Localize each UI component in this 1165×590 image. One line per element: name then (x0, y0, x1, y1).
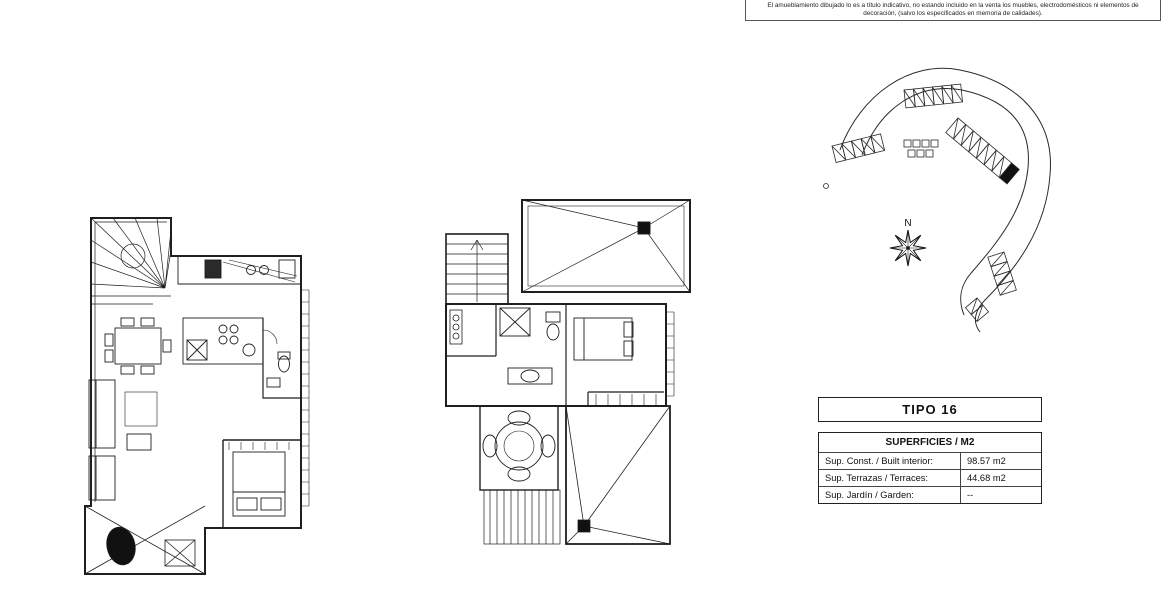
compass-north-label: N (904, 218, 911, 229)
kitchen-counter (177, 256, 301, 285)
surfaces-table: SUPERFICIES / M2 Sup. Const. / Built int… (818, 432, 1042, 504)
round-table (479, 405, 559, 491)
row-value: 44.68 m2 (967, 473, 1006, 483)
bed (573, 317, 664, 406)
surfaces-table-header: SUPERFICIES / M2 (885, 437, 975, 448)
table-row: Sup. Jardín / Garden: -- (819, 486, 1041, 503)
ground-floor-plan (84, 217, 310, 575)
outer-walls (84, 217, 302, 575)
staircase (445, 233, 509, 305)
sofa (88, 379, 158, 501)
highlighted-unit (998, 162, 1020, 185)
disclaimer-box: El amueblamiento dibujado lo es a título… (745, 0, 1161, 21)
bathroom (262, 318, 301, 399)
terrace (84, 505, 206, 575)
type-title: TIPO 16 (902, 402, 958, 417)
row-label: Sup. Terrazas / Terraces: (819, 470, 961, 486)
terrace (565, 405, 671, 545)
site-plan: N (823, 67, 1051, 333)
road (839, 67, 1051, 333)
bed (222, 439, 301, 528)
disclaimer-text: El amueblamiento dibujado lo es a título… (767, 2, 1139, 17)
staircase (90, 217, 172, 305)
window-hatch (301, 289, 310, 507)
row-label: Sup. Jardín / Garden: (819, 487, 961, 503)
kitchen-island (182, 317, 264, 365)
dining-table (104, 317, 172, 375)
pergola-slats (483, 489, 561, 545)
radiator (449, 309, 463, 345)
row-value: -- (967, 490, 974, 500)
buildings (823, 83, 1020, 322)
table-row: Sup. Terrazas / Terraces: 44.68 m2 (819, 469, 1041, 486)
row-value: 98.57 m2 (967, 456, 1006, 466)
row-label: Sup. Const. / Built interior: (819, 453, 961, 469)
upper-floor-plan (445, 199, 691, 545)
window-hatch (666, 311, 675, 397)
table-row: Sup. Const. / Built interior: 98.57 m2 (819, 452, 1041, 469)
bathroom (499, 307, 561, 385)
type-title-box: TIPO 16 (818, 397, 1042, 422)
roof-terrace (521, 199, 691, 293)
spa (106, 526, 136, 566)
compass-icon: N (889, 218, 927, 267)
